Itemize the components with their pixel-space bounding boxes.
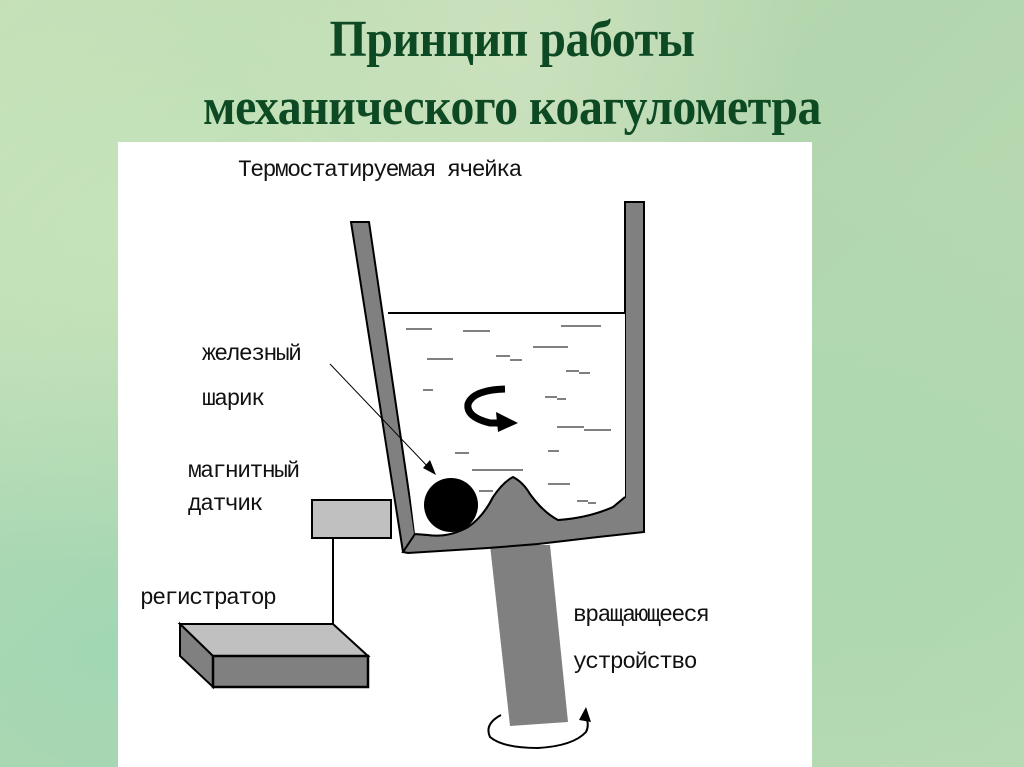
liquid-surface-marks bbox=[406, 325, 611, 504]
label-iron-ball-1: железный bbox=[202, 341, 302, 367]
title-line-2: механического коагулометра bbox=[202, 79, 822, 136]
recorder-box bbox=[177, 621, 371, 690]
rotation-arrow-icon bbox=[464, 385, 518, 432]
label-thermostatic-cell: Термостатируемая ячейка bbox=[238, 157, 522, 183]
coagulometer-diagram bbox=[177, 201, 645, 750]
iron-ball bbox=[424, 478, 478, 532]
title-line-1: Принцип работы bbox=[329, 11, 695, 68]
label-rotating-device-1: вращающееся bbox=[573, 602, 710, 628]
magnetic-sensor bbox=[311, 499, 392, 539]
label-magnetic-sensor-1: магнитный bbox=[188, 458, 300, 484]
label-magnetic-sensor-2: датчик bbox=[188, 491, 263, 517]
ball-pointer-arrow bbox=[329, 363, 436, 475]
label-rotating-device-2: устройство bbox=[573, 649, 698, 675]
diagram-panel: Термостатируемая ячейка железный шарик м… bbox=[118, 142, 812, 767]
base-rotation-arrow-icon bbox=[487, 707, 591, 750]
slide-title: Принцип работы механического коагулометр… bbox=[41, 6, 983, 142]
rotating-device-shaft bbox=[490, 545, 568, 726]
label-recorder: регистратор bbox=[140, 585, 277, 611]
label-iron-ball-2: шарик bbox=[202, 386, 265, 412]
thermostatic-cell bbox=[349, 201, 645, 555]
